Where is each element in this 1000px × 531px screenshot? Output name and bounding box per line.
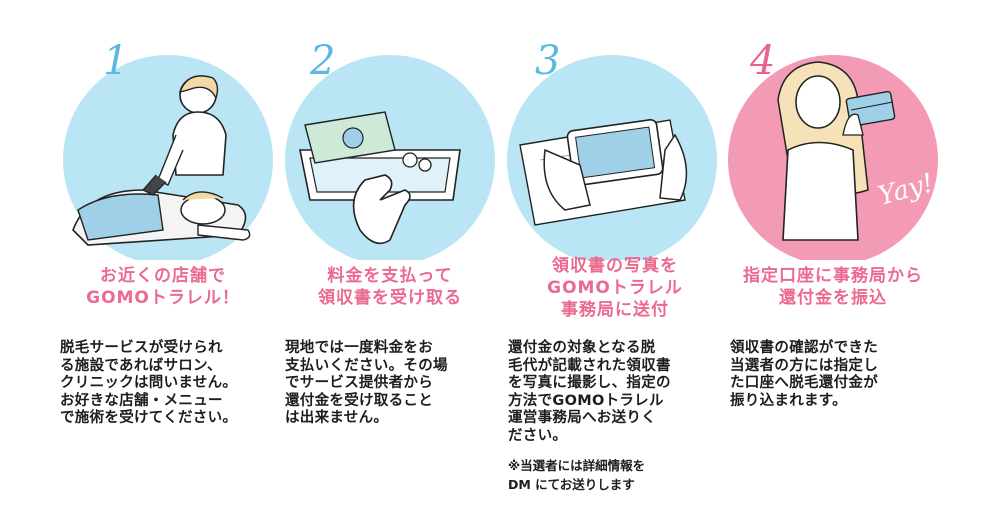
desc-line: 現地では一度料金をお	[285, 340, 433, 356]
desc-line: 毛代が記載された領収書	[508, 357, 671, 374]
desc-line: た口座へ脱毛還付金が	[730, 375, 878, 391]
desc-line: を写真に撮影し、指定の	[508, 375, 671, 391]
desc-line: で施術を受けてください。	[60, 410, 238, 426]
step-title: お近くの店舗で GOMOトラレル！	[48, 265, 278, 309]
title-line: 還付金を振込	[779, 288, 887, 308]
title-line: 領収書を受け取る	[318, 288, 462, 308]
title-line: お近くの店舗で	[100, 266, 226, 286]
step-description: 脱毛サービスが受けられ る施設であればサロン、 クリニックは問いません。 お好き…	[60, 340, 237, 428]
note-line: DM にてお送りします	[508, 477, 635, 492]
step-number: 1	[103, 38, 129, 84]
desc-line: お好きな店舗・メニュー	[60, 392, 223, 409]
payment-tray-illustration	[275, 40, 505, 260]
note-line: ※当選者には詳細情報を	[508, 458, 646, 473]
desc-line: は出来ません。	[285, 410, 389, 426]
step-description: 現地では一度料金をお 支払いください。その場 でサービス提供者から 還付金を受け…	[285, 340, 448, 428]
step-number: 3	[535, 38, 561, 84]
step-title: 料金を支払って 領収書を受け取る	[275, 265, 505, 309]
step-description: 領収書の確認ができた 当選者の方には指定し た口座へ脱毛還付金が 振り込まれます…	[730, 340, 878, 410]
title-line: 料金を支払って	[327, 266, 453, 286]
step-2: 2 料金を支払って 領収書を受け取る 現地では一度料金をお 支払いください。その…	[275, 0, 505, 531]
happy-woman-card-illustration	[718, 40, 948, 260]
title-line: 領収書の写真を	[552, 256, 678, 276]
desc-line: 支払いください。その場	[285, 357, 448, 374]
step-note: ※当選者には詳細情報を DM にてお送りします	[508, 456, 645, 494]
desc-line: でサービス提供者から	[285, 375, 433, 391]
step-number: 2	[310, 38, 336, 84]
desc-line: 還付金を受け取ること	[285, 392, 433, 409]
desc-line: 領収書の確認ができた	[730, 340, 878, 356]
step-description: 還付金の対象となる脱 毛代が記載された領収書 を写真に撮影し、指定の 方法でGO…	[508, 340, 671, 445]
step-3: 3 領収書の写真を GOMOトラレル 事務局に送付 還付金の対象となる脱 毛代が…	[500, 0, 730, 531]
salon-treatment-illustration	[48, 40, 278, 260]
title-line: 事務局に送付	[561, 300, 669, 320]
desc-line: 当選者の方には指定し	[730, 357, 878, 374]
desc-line: ださい。	[508, 427, 568, 444]
desc-line: 還付金の対象となる脱	[508, 340, 656, 356]
title-line: GOMOトラレル！	[86, 288, 240, 308]
desc-line: 運営事務局へお送りく	[508, 410, 656, 426]
step-1: 1 お近くの店舗で GOMOトラレル！ 脱毛サービスが受けられ る施設であればサ…	[48, 0, 278, 531]
step-4: 4 Yay! 指定口座に事務局から 還付金を振込 領収書の確認ができた 当選者の…	[718, 0, 948, 531]
desc-line: る施設であればサロン、	[60, 357, 222, 374]
title-line: GOMOトラレル	[547, 278, 683, 298]
step-title: 領収書の写真を GOMOトラレル 事務局に送付	[500, 255, 730, 321]
desc-line: 脱毛サービスが受けられ	[60, 340, 223, 356]
desc-line: 振り込まれます。	[730, 392, 847, 409]
desc-line: クリニックは問いません。	[60, 375, 238, 391]
desc-line: 方法でGOMOトラレル	[508, 392, 664, 409]
title-line: 指定口座に事務局から	[743, 266, 923, 286]
smartphone-photo-illustration	[500, 40, 730, 260]
step-number: 4	[750, 38, 776, 84]
step-title: 指定口座に事務局から 還付金を振込	[718, 265, 948, 309]
